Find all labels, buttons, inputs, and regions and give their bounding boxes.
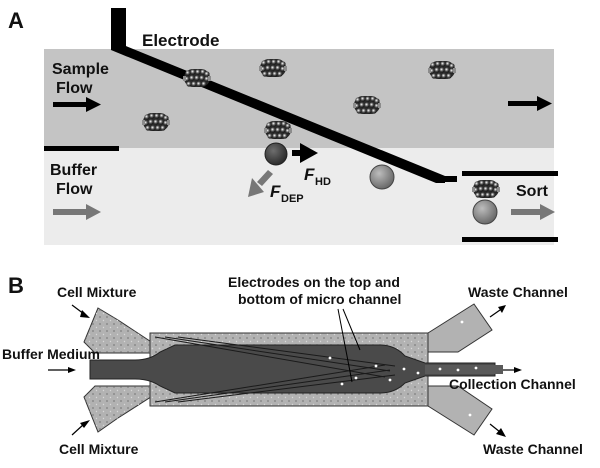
- force-hd-subscript: HD: [315, 176, 331, 188]
- sort-arrow: [511, 204, 555, 220]
- cell-mixture-bottom-label: Cell Mixture: [59, 441, 139, 457]
- collection-channel-arrow: [503, 367, 522, 373]
- sort-channel-bottom-wall: [462, 237, 558, 242]
- cell-mixture-top-arrow: [71, 304, 90, 318]
- sort-label: Sort: [516, 183, 549, 200]
- bead: [369, 164, 395, 190]
- force-dep-subscript: DEP: [281, 193, 304, 205]
- cell: [259, 59, 287, 77]
- sort-channel-top-wall: [462, 171, 558, 176]
- buffer-stream: [89, 344, 496, 394]
- bead-dark: [264, 142, 288, 166]
- waste-channel-top-arrow: [489, 305, 506, 318]
- cell: [428, 61, 456, 79]
- collection-channel-stream: [425, 365, 503, 374]
- collection-channel-label: Collection Channel: [449, 376, 576, 392]
- force-dep-symbol: F: [270, 182, 281, 201]
- cell-mixture-top-label: Cell Mixture: [57, 284, 137, 300]
- electrode-end: [435, 176, 457, 182]
- sample-region: [44, 49, 554, 148]
- waste-channel-top-label: Waste Channel: [468, 284, 568, 300]
- buffer-medium-arrow: [48, 367, 76, 373]
- buffer-flow-label-line2: Flow: [56, 181, 93, 198]
- buffer-flow-label-line1: Buffer: [50, 162, 97, 179]
- force-hd-arrow: [292, 143, 318, 163]
- outlet-flow-arrow: [508, 96, 552, 111]
- electrodes-label-line1: Electrodes on the top and: [228, 274, 400, 290]
- sample-flow-arrow: [53, 97, 101, 112]
- particles: [328, 320, 478, 417]
- cell: [183, 69, 211, 87]
- buffer-medium-label: Buffer Medium: [2, 346, 100, 362]
- force-hd-symbol: F: [304, 165, 315, 184]
- electrodes-label-leaders: [337, 308, 361, 383]
- inlet-divider: [44, 146, 119, 151]
- cell: [353, 96, 381, 114]
- waste-channel-bottom-arrow: [489, 423, 506, 437]
- electrode-label: Electrode: [142, 31, 219, 50]
- sample-flow-label-line2: Flow: [56, 80, 93, 97]
- force-dep-arrow: [248, 170, 273, 197]
- cell: [142, 113, 170, 131]
- panel-a-letter: A: [8, 8, 24, 33]
- electrodes-label-line2: bottom of micro channel: [238, 291, 401, 307]
- cell-sorted: [472, 180, 500, 198]
- buffer-flow-arrow: [53, 204, 101, 220]
- electrode-lines: [154, 336, 396, 403]
- cell-mixture-bottom-arrow: [71, 420, 90, 436]
- sample-flow-label-line1: Sample: [52, 61, 109, 78]
- bead-sorted: [472, 199, 498, 225]
- panel-b: B: [2, 273, 583, 457]
- cell-captured: [264, 121, 292, 139]
- electrode-post: [111, 8, 126, 48]
- buffer-region: [44, 148, 554, 245]
- waste-channel-bottom-label: Waste Channel: [483, 441, 583, 457]
- panel-a: A Electrode Sample Flow Buffer Flow: [8, 8, 558, 245]
- panel-b-letter: B: [8, 273, 24, 298]
